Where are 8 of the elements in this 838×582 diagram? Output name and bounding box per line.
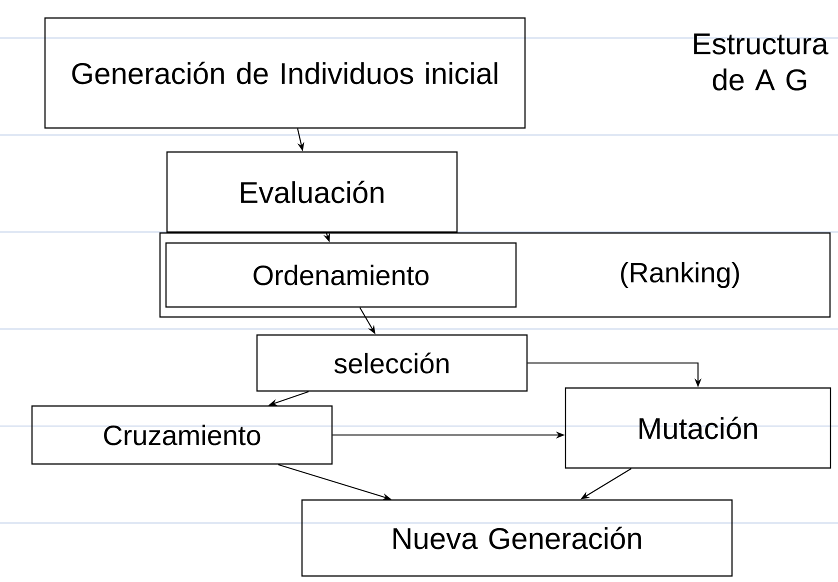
process-box: Nueva Generación [301, 499, 733, 577]
process-box: selección [256, 334, 528, 392]
process-box: Ordenamiento [165, 242, 517, 308]
process-box: Evaluación [166, 151, 458, 233]
process-box: Mutación [564, 387, 832, 469]
process-box: Generación de Individuos inicial [44, 17, 526, 129]
process-box: Cruzamiento [31, 405, 333, 465]
title: Estructura de A G [694, 34, 828, 90]
